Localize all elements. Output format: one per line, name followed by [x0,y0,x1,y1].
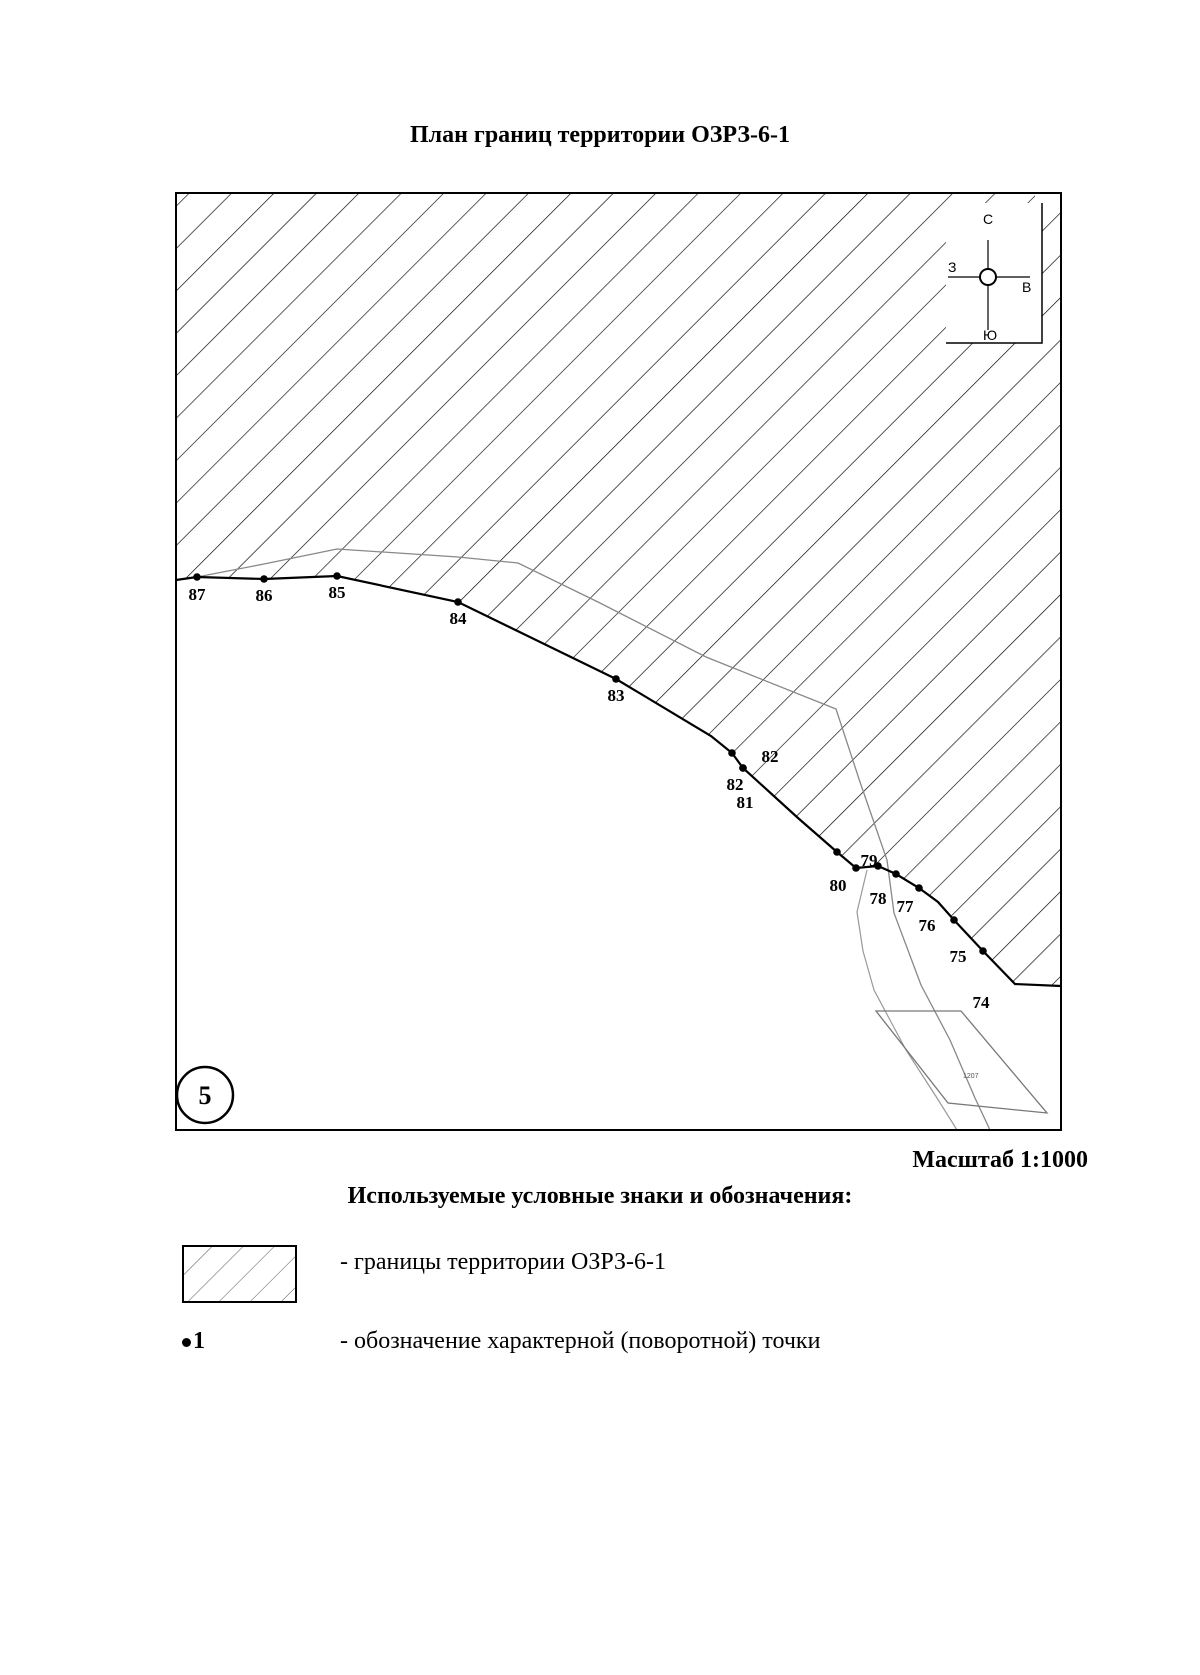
boundary-point-dot [979,947,987,955]
map-scale: Масштаб 1:1000 [912,1147,1088,1173]
sheet-number-circle [175,1065,235,1125]
boundary-point-label: 79 [861,851,878,870]
boundary-point-dot [915,884,923,892]
boundary-point-label: 77 [897,897,915,916]
territory-boundary [176,574,1061,988]
boundary-point-label: 84 [450,609,468,628]
boundary-point-dot [874,862,882,870]
boundary-point-dot [728,749,736,757]
legend-item-point: 1 - обозначение характерной (поворотной)… [0,1322,1200,1382]
compass-north: С [983,211,993,227]
parcel-label: 1207 [963,1073,979,1080]
boundary-point-dot [333,572,341,580]
boundary-point-dot [833,848,841,856]
point-dot-icon [182,1337,191,1347]
boundary-point-label: 85 [329,583,346,602]
legend-text-point: - обозначение характерной (поворотной) т… [340,1328,821,1354]
boundary-point-dot [950,916,958,924]
legend-text-territory: - границы территории ОЗРЗ-6-1 [340,1249,666,1275]
parcel-outline [874,1010,1049,1114]
compass-south: Ю [983,327,997,343]
legend-point-label: 1 [193,1328,205,1354]
compass-west: З [948,259,956,275]
boundary-point-dot [612,675,620,683]
boundary-point-dot [260,575,268,583]
boundary-point-dot [852,864,860,872]
boundary-point-label: 80 [830,876,847,895]
boundary-point-label: 74 [973,993,991,1012]
boundary-point-label: 86 [256,586,273,605]
sheet-number: 5 [199,1081,212,1110]
boundary-point-dot [193,573,201,581]
page-title: План границ территории ОЗРЗ-6-1 [409,122,791,148]
legend-title: Используемые условные знаки и обозначени… [347,1183,853,1209]
boundary-point-label: 82 [762,747,779,766]
old-boundary-line [196,548,991,1130]
boundary-point-label: 75 [950,947,967,966]
boundary-point-dot [454,598,462,606]
map-frame [175,192,1062,1131]
old-boundary-line-2 [856,869,958,1130]
legend-item-territory: - границы территории ОЗРЗ-6-1 [0,1245,1200,1305]
boundary-point-label: 76 [919,916,936,935]
legend-hatch-swatch [182,1245,297,1303]
boundary-point-label: 82 [727,775,744,794]
compass-rose: С Ю З В [948,211,1031,343]
boundary-point-dot [892,870,900,878]
territory-hatch [176,193,1061,986]
boundary-point-dot [739,764,747,772]
legend-point-symbol: 1 [182,1328,205,1355]
boundary-point-label: 78 [870,889,887,908]
boundary-point-label: 81 [737,793,754,812]
compass-east: В [1022,279,1031,295]
boundary-point-label: 83 [608,686,625,705]
boundary-point-label: 87 [189,585,207,604]
